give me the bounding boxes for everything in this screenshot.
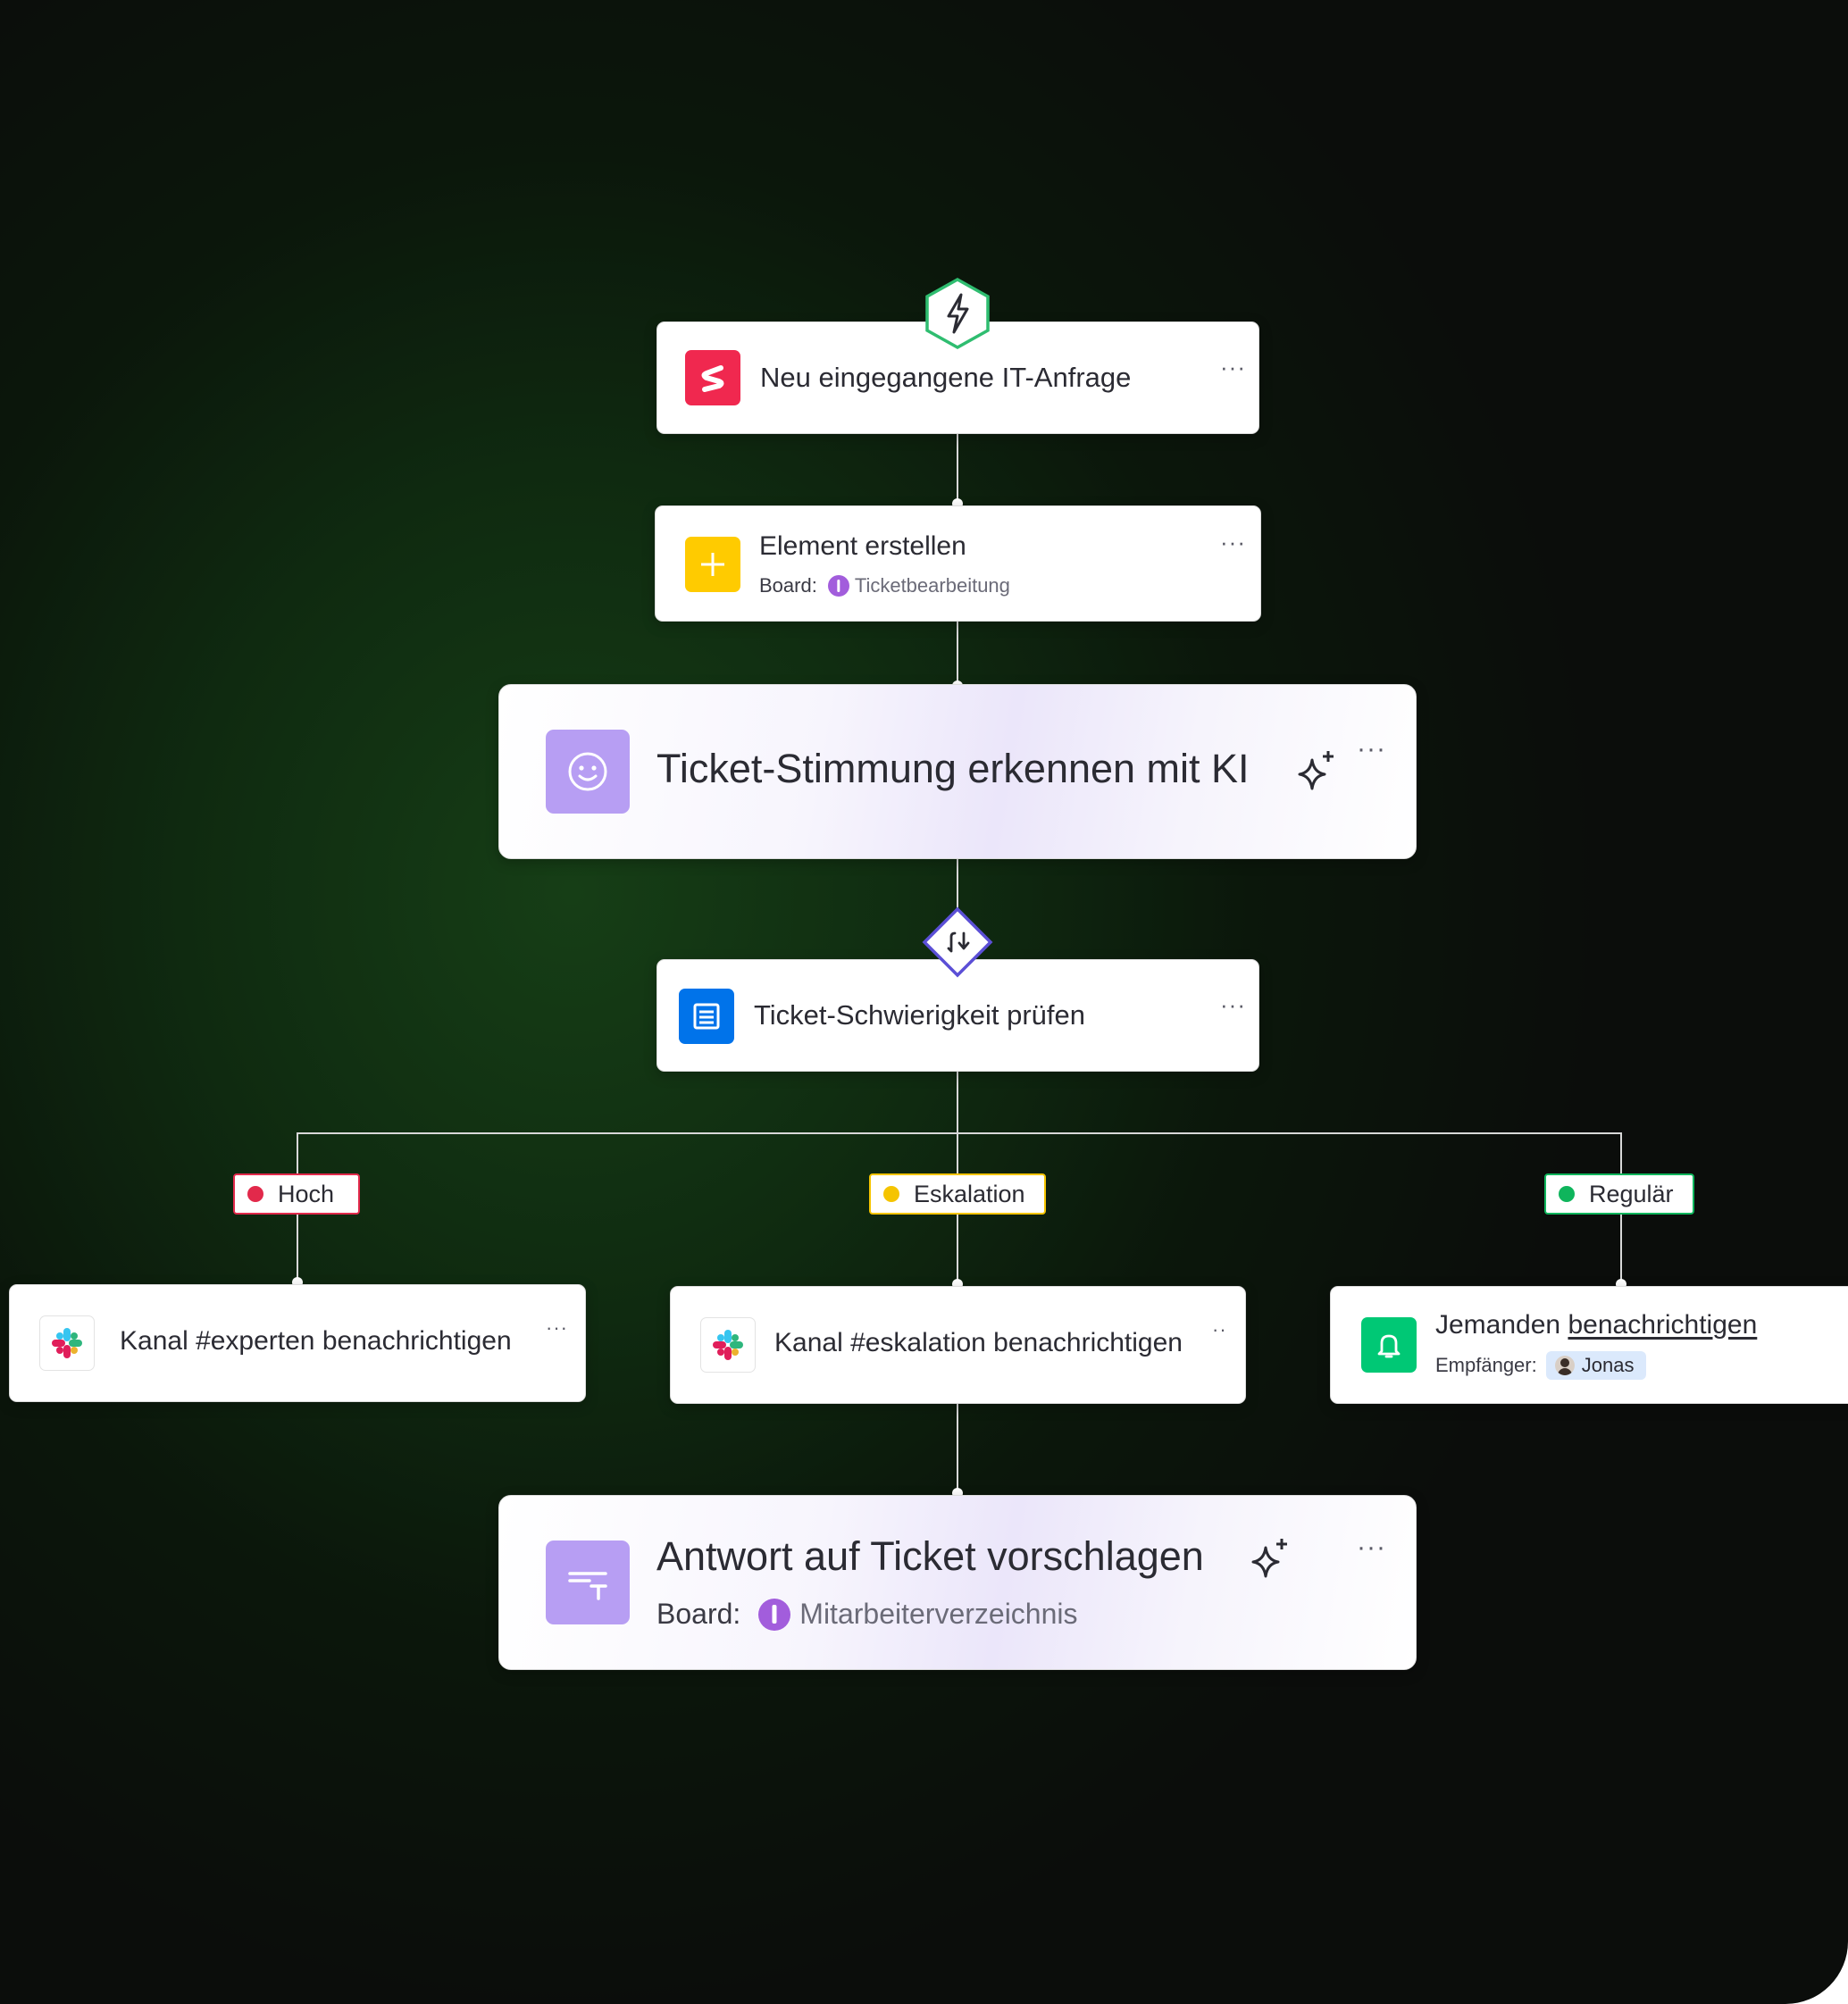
status-dot <box>247 1186 263 1202</box>
suggest-reply-board: Board: Mitarbeiterverzeichnis <box>656 1598 1078 1631</box>
more-options-button[interactable]: ··· <box>1220 354 1246 380</box>
avatar <box>1554 1356 1575 1375</box>
sentiment-ai-card[interactable]: Ticket-Stimmung erkennen mit KI ··· <box>498 684 1417 859</box>
notify-person-title-link[interactable]: benachrichtigen <box>1568 1310 1758 1340</box>
more-options-button[interactable]: ··· <box>1220 991 1246 1018</box>
branch-tag-hoch[interactable]: Hoch <box>233 1173 360 1215</box>
branch-tag-regulaer[interactable]: Regulär <box>1544 1173 1694 1215</box>
more-options-button[interactable]: ··· <box>1357 734 1386 764</box>
recipient-row: Empfänger: Jonas <box>1435 1351 1647 1380</box>
notify-person-title: Jemanden benachrichtigen <box>1435 1310 1757 1340</box>
branch-line <box>297 1132 1622 1134</box>
sentiment-title: Ticket-Stimmung erkennen mit KI <box>656 746 1250 791</box>
bell-icon <box>1361 1317 1417 1373</box>
status-dot <box>1559 1186 1575 1202</box>
suggest-reply-title: Antwort auf Ticket vorschlagen <box>656 1533 1204 1579</box>
create-item-title: Element erstellen <box>759 531 966 561</box>
recipient-label: Empfänger: <box>1435 1354 1537 1376</box>
text-format-icon <box>546 1541 630 1624</box>
branch-label: Hoch <box>278 1180 335 1207</box>
more-options-button[interactable]: ·· <box>1212 1318 1227 1340</box>
board-icon <box>827 575 849 597</box>
ai-sparkle-icon <box>1294 747 1341 794</box>
connector-line <box>957 859 958 913</box>
notify-escalation-title: Kanal #eskalation benachrichtigen <box>774 1328 1183 1357</box>
notify-person-title-plain: Jemanden <box>1435 1310 1561 1340</box>
trigger-card[interactable]: Neu eingegangene IT-Anfrage ··· <box>656 321 1259 434</box>
branch-tag-eskalation[interactable]: Eskalation <box>869 1173 1046 1215</box>
board-icon <box>758 1598 791 1631</box>
notify-escalation-card[interactable]: Kanal #eskalation benachrichtigen ·· <box>670 1286 1246 1404</box>
connector-line <box>957 429 958 505</box>
ai-sparkle-icon <box>1248 1535 1294 1582</box>
branch-label: Regulär <box>1589 1180 1674 1207</box>
condition-branch-icon <box>922 906 993 978</box>
app-s-logo-icon <box>685 350 740 405</box>
notify-person-card[interactable]: Jemanden benachrichtigen Empfänger: Jona… <box>1330 1286 1848 1404</box>
branch-label: Eskalation <box>914 1180 1025 1207</box>
status-dot <box>883 1186 899 1202</box>
board-label: Board: <box>759 574 817 597</box>
board-name[interactable]: Ticketbearbeitung <box>854 574 1010 597</box>
trigger-title: Neu eingegangene IT-Anfrage <box>760 362 1132 393</box>
more-options-button[interactable]: ··· <box>546 1316 568 1339</box>
plus-icon <box>685 537 740 592</box>
recipient-chip[interactable]: Jonas <box>1545 1351 1647 1380</box>
condition-icon <box>679 989 734 1044</box>
create-item-card[interactable]: Element erstellen Board: Ticketbearbeitu… <box>655 505 1261 622</box>
connector-line <box>957 622 958 688</box>
suggest-reply-ai-card[interactable]: Antwort auf Ticket vorschlagen Board: Mi… <box>498 1495 1417 1670</box>
board-label: Board: <box>656 1598 741 1630</box>
recipient-name: Jonas <box>1581 1354 1635 1376</box>
notify-experts-title: Kanal #experten benachrichtigen <box>120 1326 512 1356</box>
condition-title: Ticket-Schwierigkeit prüfen <box>754 999 1085 1031</box>
notify-experts-card[interactable]: Kanal #experten benachrichtigen ··· <box>9 1284 586 1402</box>
smiley-face-icon <box>546 730 630 814</box>
slack-icon <box>700 1317 756 1373</box>
connector-line <box>957 1072 958 1134</box>
connector-line <box>957 1402 958 1497</box>
slack-icon <box>39 1315 95 1371</box>
create-item-board: Board: Ticketbearbeitung <box>759 574 1010 597</box>
condition-card[interactable]: Ticket-Schwierigkeit prüfen ··· <box>656 959 1259 1072</box>
lightning-bolt-icon <box>924 277 991 350</box>
more-options-button[interactable]: ··· <box>1357 1532 1386 1562</box>
board-name[interactable]: Mitarbeiterverzeichnis <box>799 1598 1078 1630</box>
more-options-button[interactable]: ··· <box>1220 529 1246 555</box>
